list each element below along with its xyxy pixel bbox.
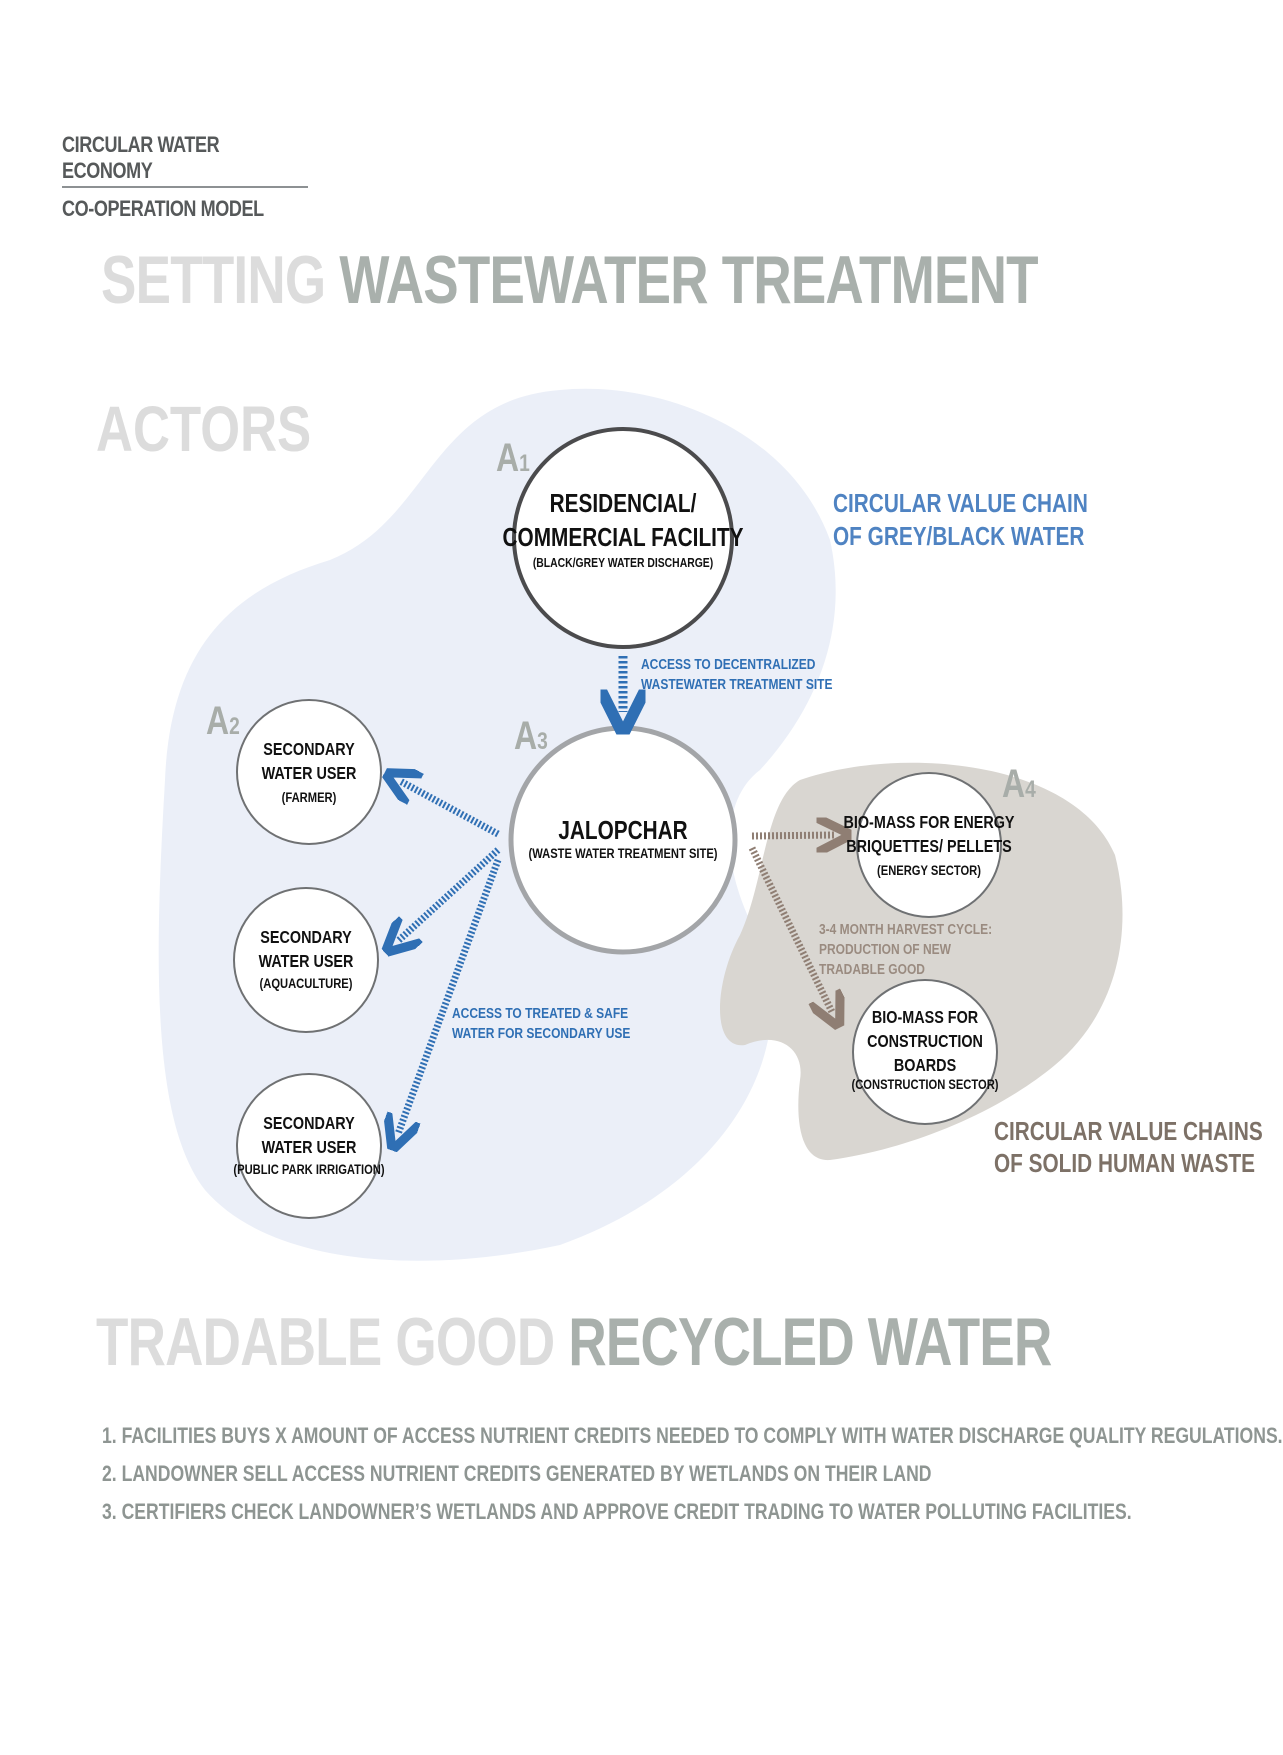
- tradable-title-light: TRADABLE GOOD: [96, 1304, 555, 1380]
- actor-label-a2: A2: [206, 698, 240, 743]
- residential-label-1: RESIDENCIAL/: [550, 489, 697, 518]
- residential-sub: (BLACK/GREY WATER DISCHARGE): [533, 556, 713, 570]
- aquaculture-label-2: WATER USER: [259, 952, 354, 972]
- access-decentral-line-2: WASTEWATER TREATMENT SITE: [641, 676, 832, 693]
- arrow-jalopchar-to-park: [398, 858, 502, 1134]
- park-label-2: WATER USER: [262, 1138, 357, 1158]
- arrow-jalopchar-to-construction: [748, 846, 832, 1012]
- arrow-jalopchar-to-farmer: [400, 781, 500, 838]
- document-header: CIRCULAR WATER ECONOMY CO-OPERATION MODE…: [62, 132, 308, 222]
- header-line-2: CO-OPERATION MODEL: [62, 196, 264, 221]
- access-treated-line-1: ACCESS TO TREATED & SAFE: [452, 1005, 628, 1022]
- park-label-1: SECONDARY: [263, 1114, 354, 1134]
- solid-chain-line-1: CIRCULAR VALUE CHAINS: [994, 1117, 1263, 1146]
- header-line-1: CIRCULAR WATER ECONOMY: [62, 132, 308, 188]
- list-item: 1. FACILITIES BUYS X AMOUNT OF ACCESS NU…: [102, 1423, 1283, 1448]
- construction-sub: (CONSTRUCTION SECTOR): [851, 1077, 998, 1092]
- aquaculture-label-1: SECONDARY: [260, 928, 351, 948]
- residential-label-2: COMMERCIAL FACILITY: [503, 523, 744, 552]
- grey-chain-line-2: OF GREY/BLACK WATER: [833, 522, 1084, 551]
- access-decentral-line-1: ACCESS TO DECENTRALIZED: [641, 656, 816, 673]
- setting-title: SETTING WASTEWATER TREATMENT: [101, 246, 1039, 314]
- arrow-jalopchar-to-energy: [751, 835, 834, 836]
- solid-chain-line-2: OF SOLID HUMAN WASTE: [994, 1149, 1255, 1178]
- harvest-line-2: PRODUCTION OF NEW: [819, 941, 951, 958]
- harvest-line-3: TRADABLE GOOD: [819, 961, 925, 978]
- jalopchar-sub: (WASTE WATER TREATMENT SITE): [528, 846, 717, 861]
- energy-label-2: BRIQUETTES/ PELLETS: [846, 837, 1012, 857]
- grey-chain-line-1: CIRCULAR VALUE CHAIN: [833, 489, 1088, 518]
- energy-sub: (ENERGY SECTOR): [877, 863, 981, 878]
- aquaculture-sub: (AQUACULTURE): [260, 976, 353, 991]
- actor-label-a4: A4: [1002, 761, 1036, 806]
- actor-label-a1: A1: [496, 435, 530, 480]
- construction-label-2: CONSTRUCTION: [867, 1032, 983, 1052]
- energy-biomass-node: [856, 772, 1002, 918]
- jalopchar-label: JALOPCHAR: [558, 816, 687, 845]
- arrow-jalopchar-to-aquaculture: [398, 847, 501, 941]
- credit-process-list: 1. FACILITIES BUYS X AMOUNT OF ACCESS NU…: [102, 1417, 1283, 1531]
- residential-facility-node: [512, 427, 734, 649]
- solid-waste-blob: [720, 762, 1123, 1161]
- construction-label-3: BOARDS: [894, 1056, 956, 1076]
- list-item: 3. CERTIFIERS CHECK LANDOWNER’S WETLANDS…: [102, 1499, 1132, 1524]
- park-irrigation-node: [236, 1073, 382, 1219]
- aquaculture-node: [233, 887, 379, 1033]
- farmer-sub: (FARMER): [282, 790, 337, 805]
- actors-heading: ACTORS: [96, 395, 311, 466]
- list-item: 2. LANDOWNER SELL ACCESS NUTRIENT CREDIT…: [102, 1461, 932, 1486]
- setting-title-light: SETTING: [101, 242, 326, 318]
- energy-label-1: BIO-MASS FOR ENERGY: [843, 813, 1014, 833]
- setting-title-dark: WASTEWATER TREATMENT: [339, 242, 1038, 318]
- tradable-title: TRADABLE GOOD RECYCLED WATER: [96, 1308, 1052, 1376]
- actors-diagram: ACTORS A1 A2 A3 A4 RESIDENCIAL/ COMMERCI…: [96, 388, 1263, 1261]
- actor-label-a3: A3: [514, 713, 548, 758]
- construction-label-1: BIO-MASS FOR: [872, 1008, 978, 1028]
- farmer-label-1: SECONDARY: [263, 740, 354, 760]
- access-treated-line-2: WATER FOR SECONDARY USE: [452, 1025, 630, 1042]
- harvest-line-1: 3-4 MONTH HARVEST CYCLE:: [819, 921, 992, 938]
- farmer-label-2: WATER USER: [262, 764, 357, 784]
- park-sub: (PUBLIC PARK IRRIGATION): [233, 1162, 384, 1177]
- construction-biomass-node: [852, 979, 998, 1125]
- tradable-title-dark: RECYCLED WATER: [568, 1304, 1052, 1380]
